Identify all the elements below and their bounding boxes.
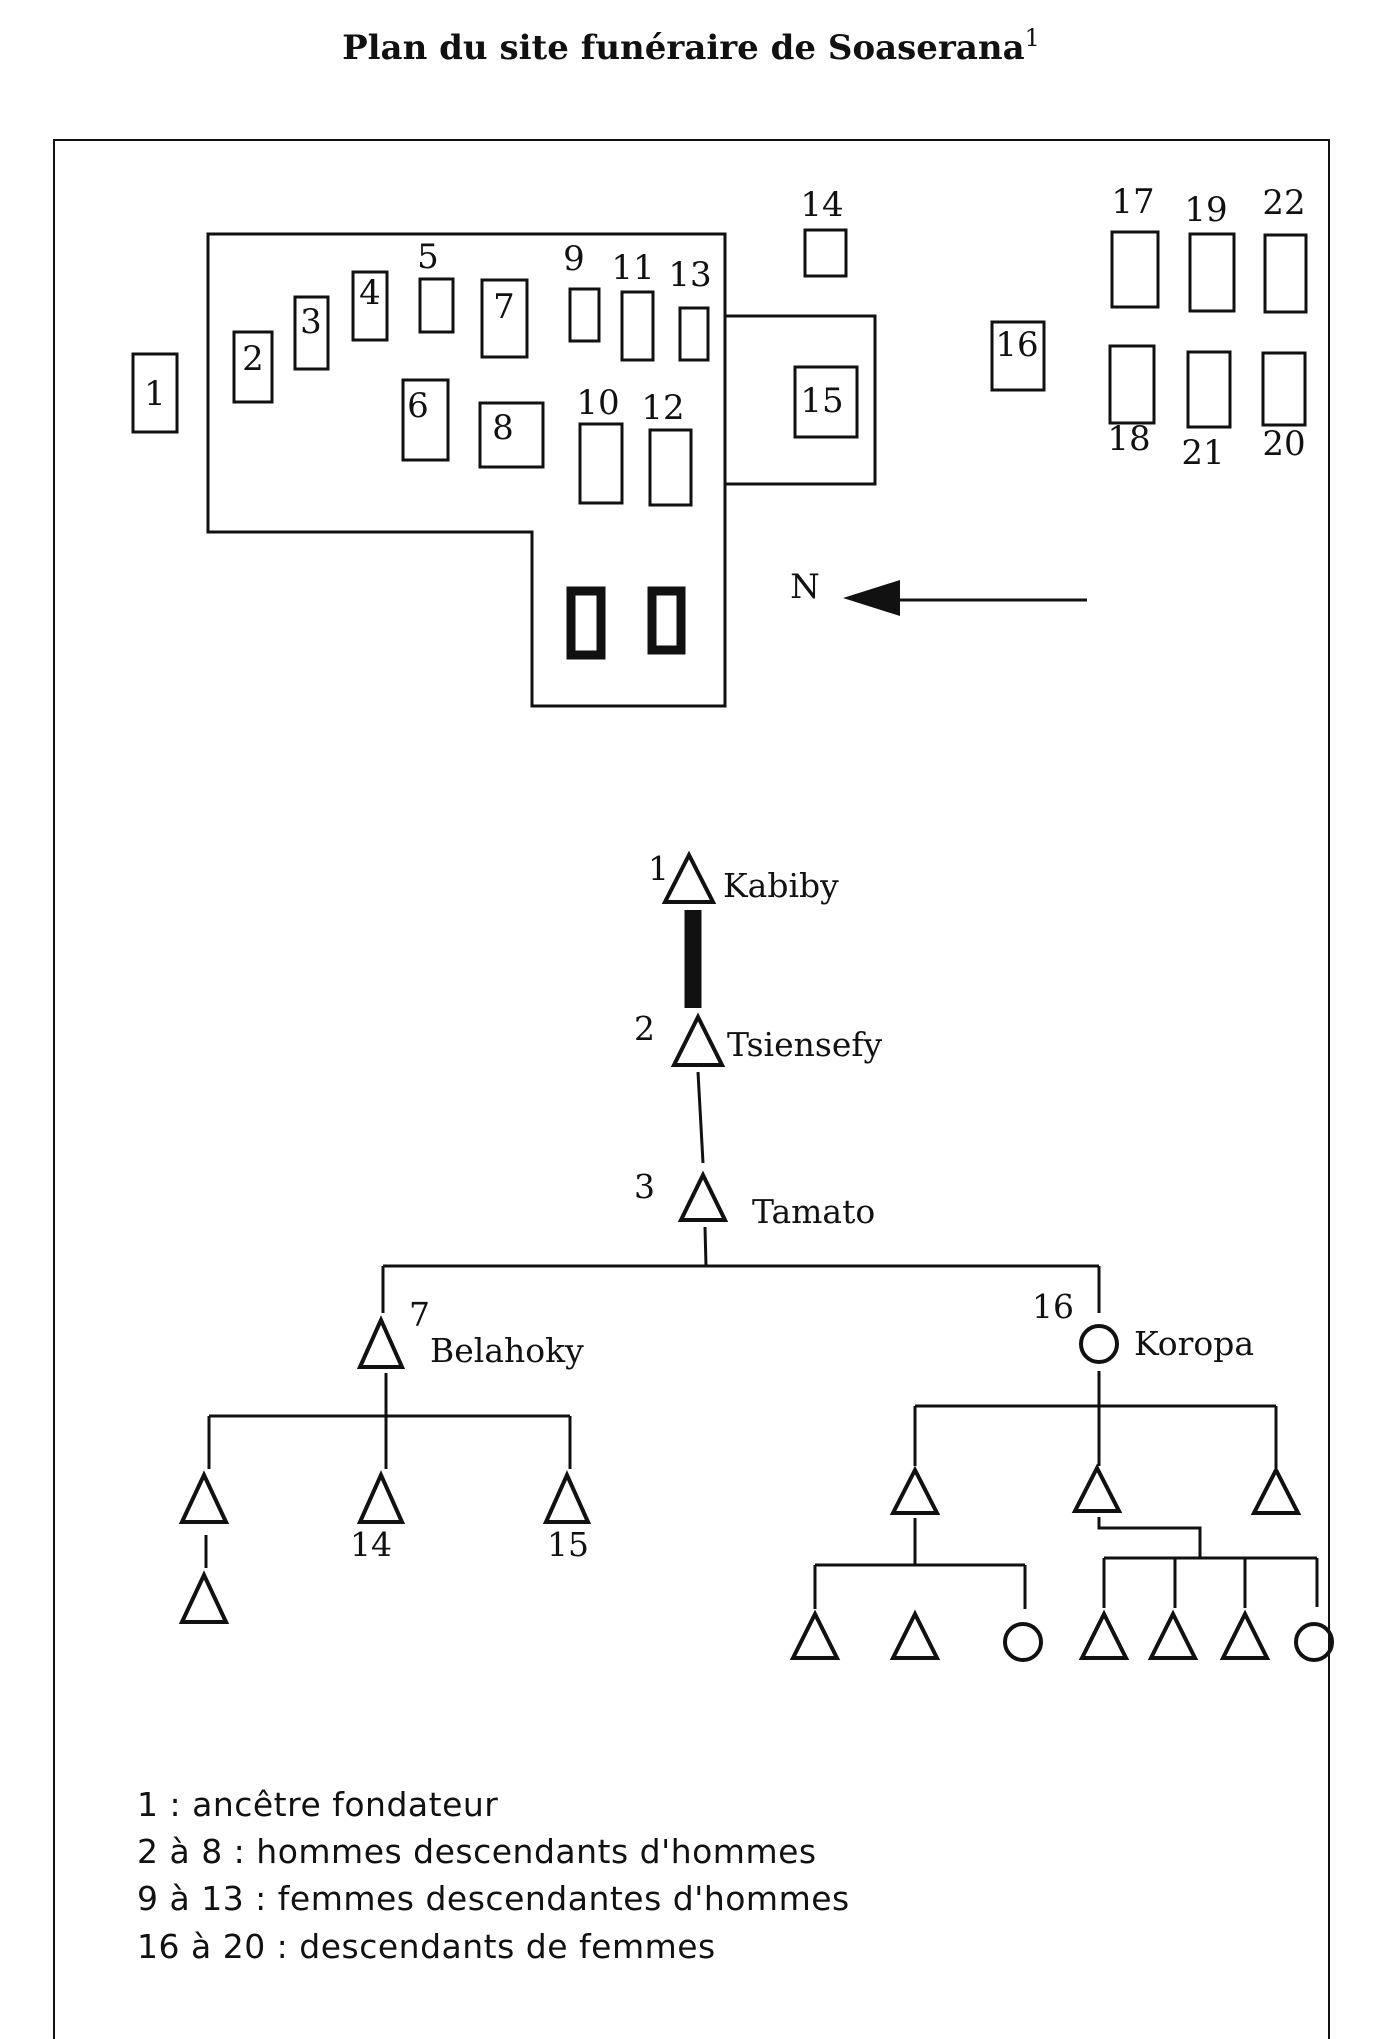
- tomb-15: [793, 365, 859, 439]
- koropa-name: Koropa: [1134, 1324, 1254, 1363]
- person-kabiby-triangle: [661, 850, 717, 904]
- tomb-16: [990, 320, 1046, 392]
- belahoky-name: Belahoky: [430, 1331, 584, 1370]
- tomb-label-13: 13: [668, 255, 711, 295]
- person-koropa-circle: [1079, 1324, 1119, 1364]
- tomb-label-20: 20: [1262, 424, 1305, 464]
- kabiby-name: Kabiby: [723, 866, 839, 905]
- main-enclosure: [206, 232, 727, 708]
- tomb-label-22: 22: [1262, 183, 1305, 223]
- tomb-5: [418, 277, 455, 334]
- koropa-gc-b2-triangle: [1147, 1609, 1199, 1660]
- tamato-stem: [703, 1226, 708, 1267]
- grandchild-a-triangle: [178, 1570, 230, 1624]
- page-title: Plan du site funéraire de Soaserana1: [0, 24, 1382, 68]
- koropa-gc-a2-triangle: [889, 1609, 941, 1660]
- tomb-21: [1186, 350, 1232, 429]
- tsiensefy-name: Tsiensefy: [727, 1025, 883, 1064]
- koropa-number: 16: [1032, 1287, 1074, 1326]
- genealogy-lines: [204, 910, 1319, 1609]
- tomb-label-19: 19: [1184, 190, 1227, 230]
- tomb-6: [401, 378, 450, 462]
- tomb-label-10: 10: [576, 383, 619, 423]
- tomb-19: [1188, 232, 1236, 313]
- koropa-gc-b3-triangle: [1219, 1609, 1271, 1660]
- tomb-13: [678, 306, 710, 362]
- child-14-number: 14: [350, 1525, 392, 1564]
- person-belahoky-triangle: [356, 1315, 406, 1369]
- site-plan: [131, 228, 1308, 708]
- koropa-gc-b1-triangle: [1078, 1609, 1130, 1660]
- tomb-4: [351, 270, 389, 342]
- tamato-number: 3: [634, 1167, 655, 1206]
- tomb-10: [578, 422, 624, 505]
- tomb-label-5: 5: [417, 237, 439, 277]
- diagram-frame: [53, 139, 1330, 2039]
- tomb-label-18: 18: [1107, 419, 1150, 459]
- tomb-label-9: 9: [563, 239, 585, 279]
- tomb-label-8: 8: [492, 408, 514, 448]
- tomb-bold-right: [647, 586, 686, 655]
- tomb-label-15: 15: [800, 381, 843, 421]
- tomb-label-3: 3: [300, 302, 322, 342]
- belahoky-child-a-triangle: [178, 1470, 230, 1524]
- tomb-label-1: 1: [144, 374, 166, 414]
- tomb-label-17: 17: [1111, 182, 1154, 222]
- genealogy-persons: [178, 850, 1334, 1662]
- child-15-number: 15: [547, 1525, 589, 1564]
- koropa-child-b-triangle: [1071, 1463, 1123, 1513]
- tomb-17: [1110, 230, 1160, 309]
- belahoky-number: 7: [409, 1295, 430, 1334]
- kabiby-number: 1: [648, 849, 669, 888]
- tomb-label-11: 11: [611, 248, 654, 288]
- tomb-18: [1108, 344, 1156, 425]
- tamato-name: Tamato: [752, 1192, 875, 1231]
- tomb-label-4: 4: [359, 273, 381, 313]
- tomb-label-14: 14: [800, 185, 843, 225]
- north-label: N: [790, 567, 820, 607]
- tsiensefy-number: 2: [634, 1009, 655, 1048]
- tomb-label-16: 16: [995, 325, 1038, 365]
- title-footnote: 1: [1024, 24, 1040, 52]
- tomb-1: [131, 352, 179, 434]
- legend-item-2: 2 à 8 : hommes descendants d'hommes: [137, 1832, 817, 1871]
- north-arrow-head: [843, 580, 900, 616]
- tomb-label-21: 21: [1181, 433, 1224, 473]
- koropa-gc-b4-circle: [1294, 1622, 1334, 1662]
- legend-item-3: 9 à 13 : femmes descendantes d'hommes: [137, 1879, 850, 1918]
- tomb-14: [803, 228, 848, 278]
- belahoky-child-15-triangle: [542, 1470, 592, 1524]
- koropa-gc-a3-circle: [1003, 1622, 1043, 1662]
- genealogy-labels: 1 Kabiby 2 Tsiensefy 3 Tamato 7 Belahoky…: [350, 849, 1254, 1564]
- tomb-label-2: 2: [242, 339, 264, 379]
- koropa-child-c-triangle: [1250, 1465, 1302, 1515]
- koropa-child-a-triangle: [889, 1465, 941, 1515]
- tomb-bold-left: [566, 586, 606, 660]
- title-text: Plan du site funéraire de Soaserana: [342, 28, 1025, 68]
- tomb-3: [293, 295, 330, 371]
- secondary-enclosure: [723, 314, 877, 486]
- tomb-9: [568, 287, 601, 343]
- legend-item-4: 16 à 20 : descendants de femmes: [137, 1927, 716, 1966]
- tomb-11: [620, 290, 655, 362]
- person-tamato-triangle: [677, 1170, 729, 1222]
- tomb-20: [1261, 351, 1307, 427]
- belahoky-child-14-triangle: [356, 1470, 406, 1524]
- tomb-labels: 1 2 3 4 5 6 7 8 9 10 11 12 13 14 15 16 1…: [144, 182, 1305, 607]
- tomb-label-6: 6: [407, 386, 429, 426]
- tsiensefy-descent-line: [696, 1071, 705, 1164]
- tomb-label-7: 7: [493, 287, 515, 327]
- tomb-7: [480, 278, 529, 359]
- koropa-gc-a1-triangle: [789, 1609, 841, 1660]
- person-tsiensefy-triangle: [670, 1012, 726, 1067]
- tomb-8: [478, 401, 545, 469]
- tomb-label-12: 12: [641, 388, 684, 428]
- tomb-2: [232, 330, 274, 404]
- legend-item-1: 1 : ancêtre fondateur: [137, 1785, 499, 1824]
- tomb-12: [648, 428, 693, 507]
- tomb-22: [1263, 233, 1308, 314]
- child-b-stem: [1097, 1517, 1202, 1558]
